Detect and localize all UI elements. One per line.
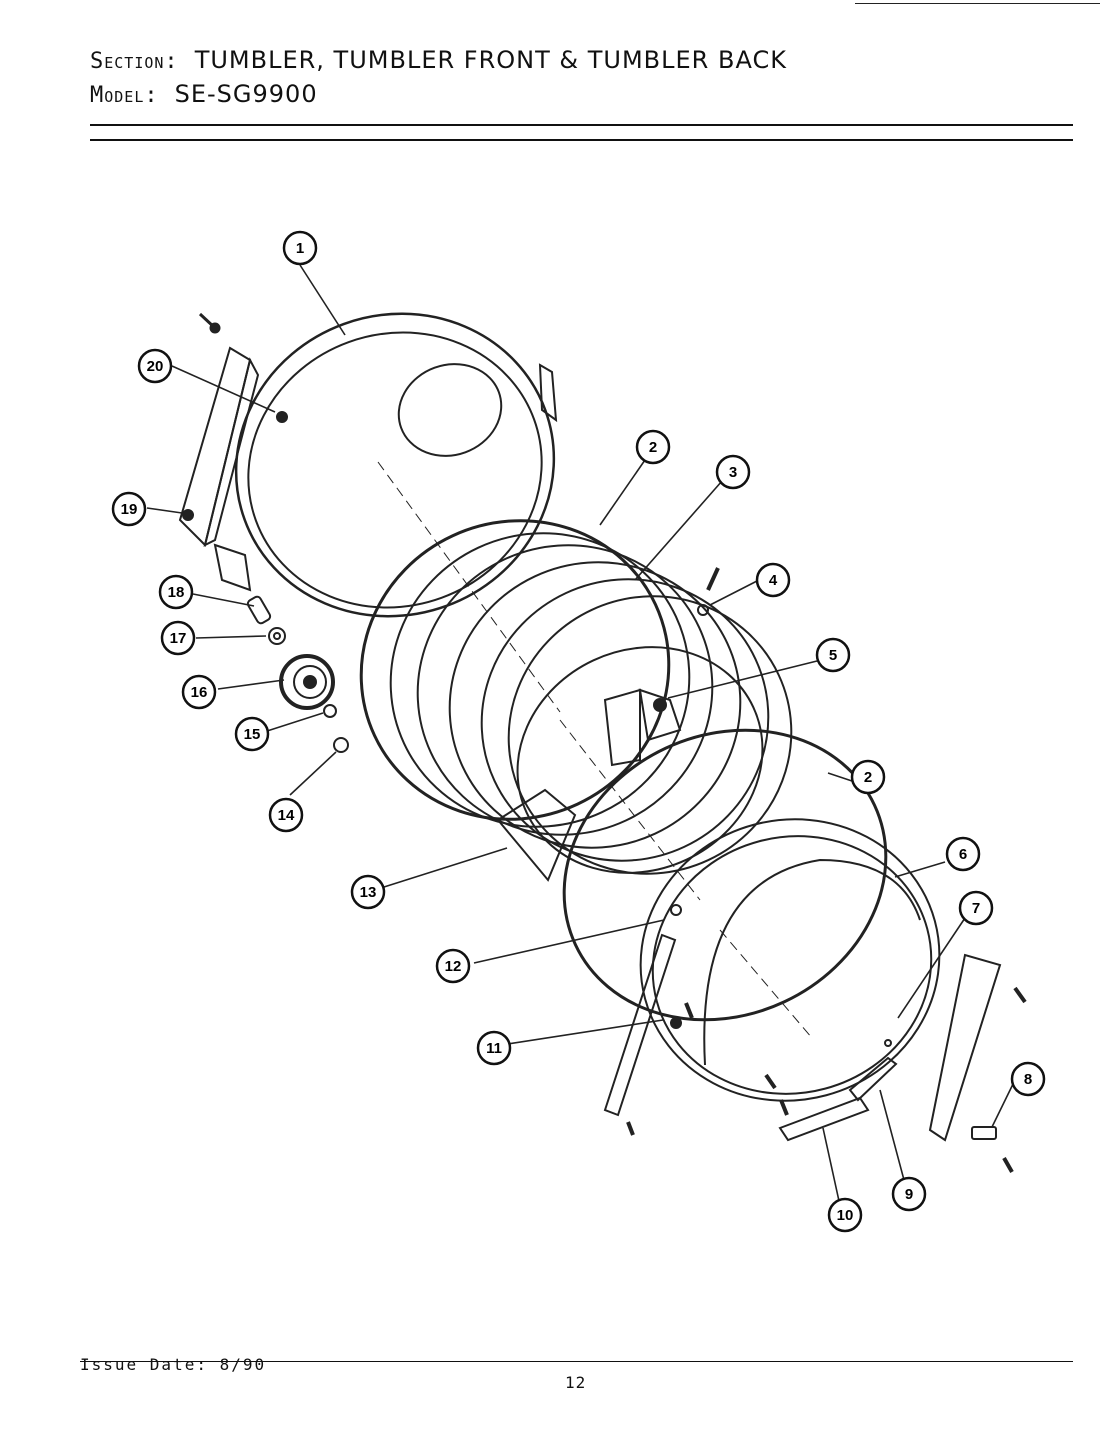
callout-2-lower: 2: [850, 759, 886, 795]
top-edge-rule: [855, 3, 1100, 4]
callout-6: 6: [945, 836, 981, 872]
tumbler-front: [562, 728, 1002, 1142]
model-value: SE-SG9900: [174, 80, 318, 108]
callout-label-2-upper: 2: [649, 439, 657, 456]
callout-8: 8: [1010, 1061, 1046, 1097]
callout-label-9: 9: [905, 1186, 913, 1203]
callout-label-16: 16: [191, 684, 208, 701]
section-title: TUMBLER, TUMBLER FRONT & TUMBLER BACK: [194, 46, 787, 74]
callout-17: 17: [160, 620, 196, 656]
callout-9: 9: [891, 1176, 927, 1212]
callout-markers: 1 2 3 4 5 2 6 7 8 9 10 11 12 13 14 15 16…: [111, 230, 1046, 1233]
callout-1: 1: [282, 230, 318, 266]
callout-15: 15: [234, 716, 270, 752]
callout-4: 4: [755, 562, 791, 598]
callout-label-19: 19: [121, 501, 138, 518]
callout-label-4: 4: [769, 572, 778, 589]
callout-13: 13: [350, 874, 386, 910]
header-rule-bottom: [90, 139, 1073, 141]
callout-label-7: 7: [972, 900, 980, 917]
issue-date: Issue Date: 8/90: [80, 1355, 267, 1374]
leader-lines: [146, 264, 1015, 1202]
section-label: Section:: [90, 49, 179, 74]
model-header: Model: SE-SG9900: [90, 80, 318, 108]
model-label: Model:: [90, 83, 159, 108]
callout-7: 7: [958, 890, 994, 926]
footer-rule: [80, 1361, 1073, 1362]
tumbler-drum: [359, 519, 793, 901]
screw-top-left: [198, 312, 221, 334]
page-number: 12: [565, 1373, 587, 1392]
callout-label-14: 14: [278, 807, 295, 824]
callout-18: 18: [158, 574, 194, 610]
callout-label-2-lower: 2: [864, 769, 872, 786]
callout-label-5: 5: [829, 647, 837, 664]
callout-label-6: 6: [959, 846, 967, 863]
tumbler-back: [178, 312, 561, 713]
callout-3: 3: [715, 454, 751, 490]
callout-19: 19: [111, 491, 147, 527]
callout-20: 20: [137, 348, 173, 384]
callout-label-8: 8: [1024, 1071, 1032, 1088]
callout-label-1: 1: [296, 240, 304, 257]
callout-label-10: 10: [837, 1207, 854, 1224]
callout-10: 10: [827, 1197, 863, 1233]
header-rule-top: [90, 124, 1073, 126]
callout-11: 11: [476, 1030, 512, 1066]
section-header: Section: TUMBLER, TUMBLER FRONT & TUMBLER…: [90, 46, 787, 74]
callout-2-upper: 2: [635, 429, 671, 465]
callout-label-18: 18: [168, 584, 185, 601]
callout-14: 14: [268, 797, 304, 833]
callout-5: 5: [815, 637, 851, 673]
callout-label-12: 12: [445, 958, 462, 975]
callout-label-11: 11: [486, 1040, 502, 1057]
callout-16: 16: [181, 674, 217, 710]
callout-label-13: 13: [360, 884, 377, 901]
callout-label-15: 15: [244, 726, 261, 743]
callout-label-20: 20: [147, 358, 164, 375]
callout-label-3: 3: [729, 464, 737, 481]
callout-12: 12: [435, 948, 471, 984]
callout-label-17: 17: [170, 630, 187, 647]
hardware-parts: [182, 411, 1027, 1173]
